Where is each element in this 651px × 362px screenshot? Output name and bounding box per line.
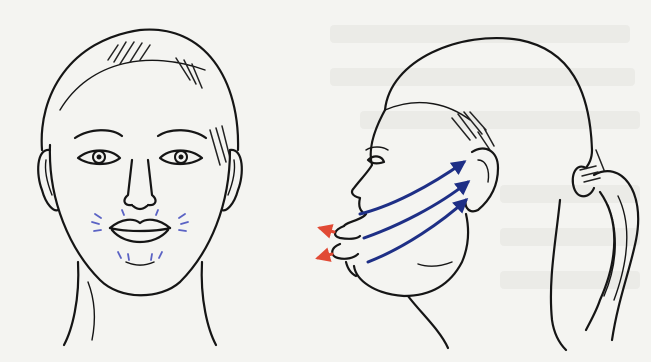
lift-arrows xyxy=(360,162,468,262)
front-lips xyxy=(110,220,170,242)
right-eye xyxy=(160,151,202,165)
front-hair-hatching xyxy=(108,42,230,165)
lip-arrow-upper xyxy=(320,228,334,232)
lift-arrow-upper xyxy=(360,162,464,214)
lip-arrow-lower xyxy=(318,254,332,258)
massage-marks-mouth xyxy=(92,210,188,260)
left-eye xyxy=(78,151,120,165)
lip-arrows xyxy=(318,228,334,258)
left-eyebrow xyxy=(75,130,122,138)
nose xyxy=(125,160,156,209)
side-ear xyxy=(466,149,498,212)
right-eyebrow xyxy=(158,130,206,138)
side-lips xyxy=(332,226,360,276)
front-view-face xyxy=(38,30,242,345)
